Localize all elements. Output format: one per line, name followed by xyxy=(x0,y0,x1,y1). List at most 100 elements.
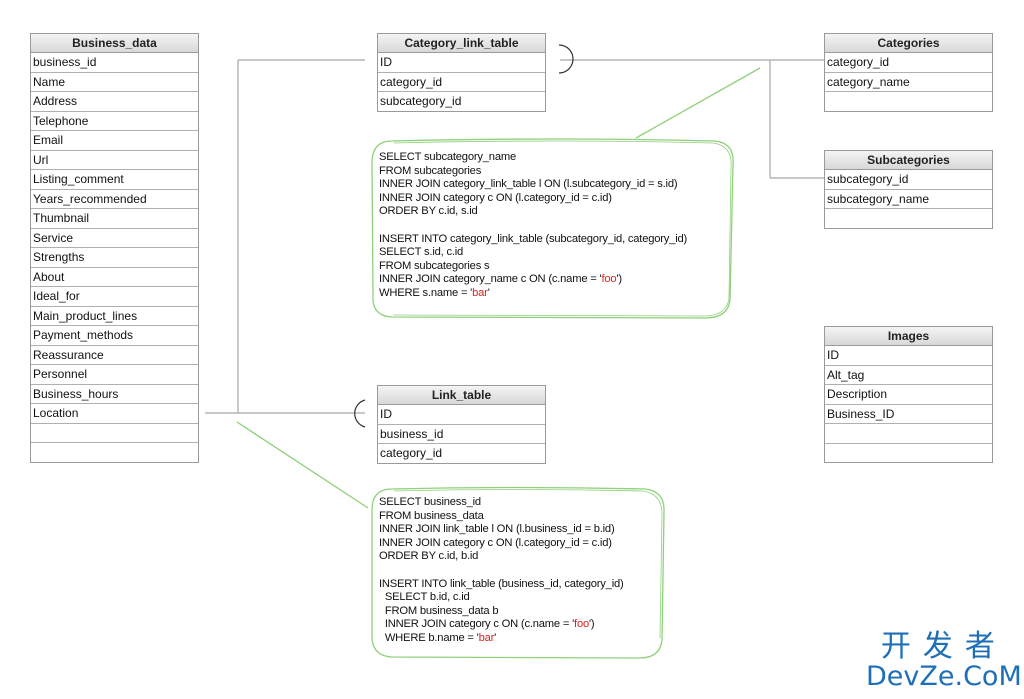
table-field[interactable]: Alt_tag xyxy=(825,366,992,385)
sql-text: FROM subcategories s xyxy=(379,259,490,272)
table-field-empty[interactable] xyxy=(825,424,992,444)
sql-line: INNER JOIN category_name c ON (c.name = … xyxy=(379,273,687,287)
sql-line xyxy=(379,564,624,578)
note-bubble-category-2 xyxy=(392,140,732,317)
table-field[interactable]: Email xyxy=(31,131,198,151)
sql-line: FROM subcategories s xyxy=(379,260,687,274)
sql-text: ' xyxy=(487,286,490,299)
table-field[interactable]: category_id xyxy=(825,53,992,73)
table-field[interactable]: ID xyxy=(378,405,545,425)
table-field[interactable]: subcategory_name xyxy=(825,190,992,209)
sql-line: INNER JOIN category c ON (l.category_id … xyxy=(379,192,687,206)
table-field[interactable]: ID xyxy=(378,53,545,73)
table-field[interactable]: Location xyxy=(31,404,198,424)
sql-text: INSERT INTO category_link_table (subcate… xyxy=(379,232,688,245)
sql-text: INNER JOIN category c ON (l.category_id … xyxy=(379,536,612,549)
sql-text: INNER JOIN category_link_table l ON (l.s… xyxy=(379,178,678,191)
sql-line: FROM business_data xyxy=(379,510,624,524)
table-field[interactable]: ID xyxy=(825,346,992,366)
note-pointer-category xyxy=(635,67,761,139)
table-field-empty[interactable] xyxy=(825,209,992,228)
sql-text: INNER JOIN category c ON (l.category_id … xyxy=(379,191,612,204)
table-field[interactable]: subcategory_id xyxy=(825,170,992,190)
table-field[interactable]: business_id xyxy=(31,53,198,73)
sql-line: INSERT INTO link_table (business_id, cat… xyxy=(379,578,624,592)
sql-text: FROM subcategories xyxy=(379,164,482,177)
sql-literal: bar xyxy=(472,286,488,299)
sql-line: WHERE b.name = 'bar' xyxy=(379,632,624,646)
sql-text: INNER JOIN link_table l ON (l.business_i… xyxy=(379,523,615,536)
table-field[interactable]: About xyxy=(31,268,198,287)
table-field[interactable]: Url xyxy=(31,151,198,170)
sql-line: INSERT INTO category_link_table (subcate… xyxy=(379,233,687,247)
sql-line: ORDER BY c.id, s.id xyxy=(379,205,687,219)
table-field[interactable]: Strengths xyxy=(31,248,198,268)
table-field[interactable]: category_id xyxy=(380,446,443,460)
table-field[interactable]: Name xyxy=(31,73,198,92)
table-field[interactable]: Telephone xyxy=(31,112,198,131)
sql-text: INNER JOIN category_name c ON (c.name = … xyxy=(379,273,602,286)
sql-text: SELECT subcategory_name xyxy=(379,151,516,163)
sql-line: FROM subcategories xyxy=(379,165,687,179)
table-field[interactable]: Listing_comment xyxy=(31,170,198,190)
sql-literal: bar xyxy=(478,631,495,644)
sql-line: SELECT business_id xyxy=(379,496,624,510)
sql-line: INNER JOIN link_table l ON (l.business_i… xyxy=(379,523,624,537)
table-field[interactable]: subcategory_id xyxy=(380,94,462,108)
sql-line: SELECT b.id, c.id xyxy=(379,591,624,605)
table-title: Categories xyxy=(825,34,992,53)
sql-text: ORDER BY c.id, s.id xyxy=(379,205,478,218)
watermark-en: DevZe.CoM xyxy=(866,661,1022,692)
table-field-empty[interactable] xyxy=(31,443,198,462)
table-field-empty[interactable] xyxy=(31,424,198,443)
table-field[interactable]: Years_recommended xyxy=(31,190,198,209)
table-field[interactable]: Business_ID xyxy=(825,405,992,424)
table-title: Link_table xyxy=(378,386,545,405)
table-field[interactable]: Main_product_lines xyxy=(31,307,198,326)
table-title: Category_link_table xyxy=(378,34,545,53)
note-bubble-business-2 xyxy=(393,489,663,639)
table-field-empty[interactable] xyxy=(825,444,992,463)
crow-arc-link-table xyxy=(354,399,366,428)
table-field[interactable]: Description xyxy=(825,385,992,405)
sql-text: INNER JOIN category c ON (c.name = ' xyxy=(379,618,575,631)
sql-literal: foo xyxy=(574,618,589,631)
sql-text: SELECT b.id, c.id xyxy=(379,591,470,604)
table-field[interactable]: Personnel xyxy=(31,365,198,385)
table-title: Business_data xyxy=(31,34,198,53)
sql-text: FROM business_data b xyxy=(379,604,499,617)
table-field[interactable]: Business_hours xyxy=(31,385,198,404)
table-field[interactable]: business_id xyxy=(378,425,545,444)
sql-text: SELECT s.id, c.id xyxy=(379,246,464,259)
sql-line: SELECT s.id, c.id xyxy=(379,246,687,260)
sql-text: ') xyxy=(616,273,622,286)
sql-literal: foo xyxy=(601,273,617,286)
table-field[interactable]: Ideal_for xyxy=(31,287,198,307)
sql-line: INNER JOIN category c ON (c.name = 'foo'… xyxy=(379,618,624,632)
sql-text: WHERE s.name = ' xyxy=(379,286,473,299)
table-field[interactable]: category_id xyxy=(378,73,545,92)
sql-line: WHERE s.name = 'bar' xyxy=(379,287,687,301)
table-field[interactable]: Address xyxy=(31,92,198,112)
table-field[interactable]: Reassurance xyxy=(31,346,198,365)
sql-text: FROM business_data xyxy=(379,509,484,522)
table-field[interactable]: category_name xyxy=(825,73,992,92)
sql-text: ' xyxy=(494,631,497,644)
watermark-cn: 开发者 xyxy=(880,629,1007,664)
table-field[interactable]: Service xyxy=(31,229,198,248)
table-field[interactable]: Payment_methods xyxy=(31,326,198,346)
sql-text: ORDER BY c.id, b.id xyxy=(379,550,479,563)
table-field[interactable]: Thumbnail xyxy=(31,209,198,229)
table-field-empty[interactable] xyxy=(825,92,992,111)
sql-line: INNER JOIN category_link_table l ON (l.s… xyxy=(379,178,687,192)
crow-arc-category-link xyxy=(558,44,574,74)
note-bubble-business xyxy=(371,486,665,659)
